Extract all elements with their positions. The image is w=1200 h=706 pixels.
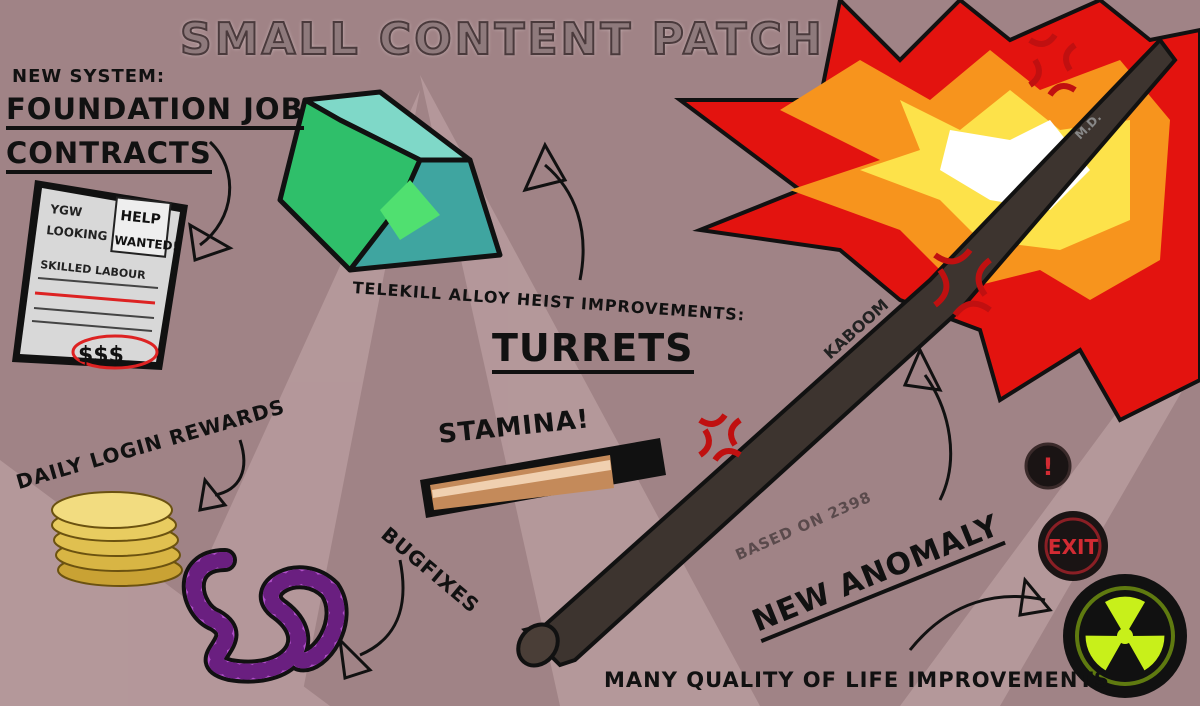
foundation-heading-1: FOUNDATION JOB (6, 92, 304, 130)
poster-org: YGW (49, 202, 83, 219)
poster-stamp-1: HELP (120, 208, 162, 228)
foundation-heading-2: CONTRACTS (6, 136, 212, 174)
poster-stamp-2: WANTED! (114, 233, 179, 254)
alert-button[interactable]: ! (1024, 442, 1072, 490)
poster-money: $$$ (78, 343, 124, 368)
alloy-gem-icon (277, 89, 503, 273)
page-title: SMALL CONTENT PATCH (179, 13, 825, 66)
worm-icon (181, 548, 349, 684)
side-buttons: ! EXIT (1024, 442, 1187, 698)
coin-stack-icon (51, 491, 183, 587)
radiation-button[interactable] (1063, 574, 1187, 698)
explosion-icon (674, 0, 1200, 423)
arrow-icon (188, 140, 1053, 680)
alert-icon: ! (1043, 453, 1054, 481)
turrets-heading: TURRETS (492, 326, 694, 374)
stamina-bar-icon (420, 438, 666, 518)
radiation-icon (1085, 596, 1165, 671)
exit-button[interactable]: EXIT (1038, 511, 1108, 581)
job-poster-icon: YGW LOOKING HELP WANTED! SKILLED LABOUR … (12, 180, 188, 370)
qol-label: MANY QUALITY OF LIFE IMPROVEMENTS (604, 668, 1110, 692)
exit-label: EXIT (1048, 535, 1099, 559)
new-system-label: NEW SYSTEM: (12, 66, 166, 87)
poster-line1: LOOKING (46, 223, 108, 243)
